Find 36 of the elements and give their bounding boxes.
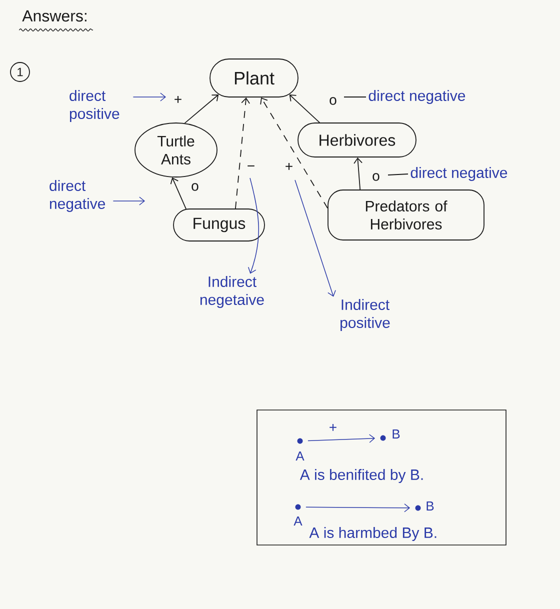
annotation-text: direct negative [368, 90, 466, 104]
point-letter: A [296, 452, 304, 460]
arrow [184, 94, 219, 124]
point-letter: A [294, 516, 302, 526]
arrow [354, 157, 362, 190]
organism-box: Predators of Herbivores [328, 190, 484, 240]
point-letter: B [426, 502, 434, 510]
annotation-text: Indirect negetaive [200, 276, 264, 308]
annotation-text: direct positive [70, 90, 120, 122]
dashed-arrow [260, 97, 328, 209]
step-number: 1 [10, 62, 30, 82]
leader-line [344, 96, 366, 98]
arrow [306, 504, 410, 512]
edge-label: o [371, 172, 381, 182]
explanation-text: A is harmbed By B. [309, 527, 436, 541]
organism-box: Herbivores [298, 122, 416, 158]
arrow [289, 94, 320, 123]
organism-box: Fungus [173, 208, 265, 242]
explanation-text: A is benifited by B. [300, 469, 423, 483]
organism-box: Plant [210, 58, 298, 98]
annotation-text: direct negative [410, 167, 508, 181]
point-letter: B [392, 430, 400, 438]
arrow [170, 177, 186, 210]
leader-arrow [294, 180, 336, 297]
annotation-text: direct negative [50, 180, 106, 212]
title: Answers: [22, 10, 86, 22]
leader-line [388, 174, 408, 176]
leader-arrow [248, 178, 259, 274]
leader-arrow [132, 92, 166, 102]
edge-label: o [190, 182, 200, 192]
edge-label: o [328, 96, 338, 106]
leader-arrow [112, 196, 145, 206]
organism-oval: Turtle Ants [134, 122, 218, 178]
dashed-arrow [235, 97, 250, 209]
annotation-text: Indirect positive [340, 299, 390, 331]
arrow [308, 434, 376, 443]
